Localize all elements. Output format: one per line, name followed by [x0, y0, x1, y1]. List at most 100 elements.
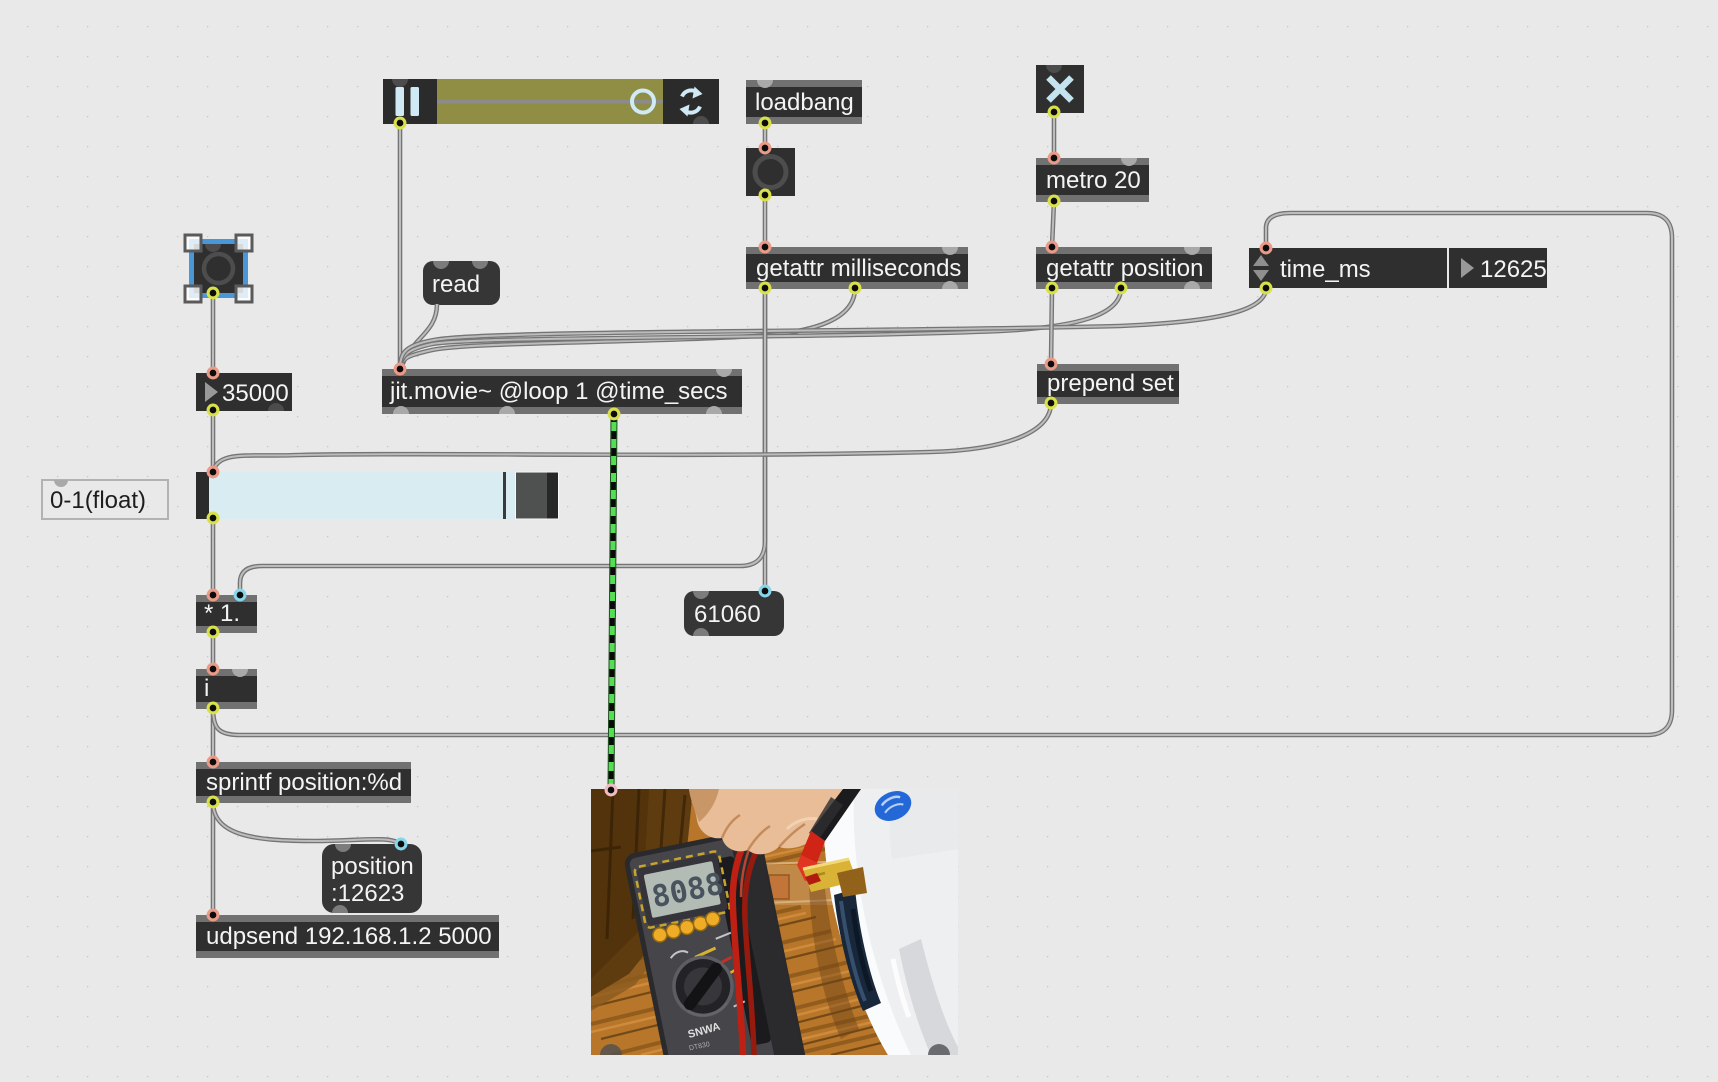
- inlet-ring-hot[interactable]: [206, 662, 220, 676]
- port-strip: [746, 247, 968, 254]
- outlet-ring[interactable]: [1045, 281, 1059, 295]
- read-right-inlet: [472, 261, 488, 269]
- outlet-ring[interactable]: [1114, 281, 1128, 295]
- inlet-ring-cold[interactable]: [233, 588, 247, 602]
- cord-getattrms-to-multiply[interactable]: [237, 288, 768, 595]
- read-label: read: [432, 271, 480, 298]
- udpsend-object[interactable]: udpsend 192.168.1.2 5000: [196, 915, 499, 958]
- cord-metro-to-getattrpos[interactable]: [1049, 200, 1057, 248]
- getattr-ms-right-inlet: [942, 247, 958, 255]
- inlet-ring-hot[interactable]: [758, 240, 772, 254]
- cord-getattrpos-out2-to-jitmovie[interactable]: [397, 287, 1124, 370]
- pause-icon[interactable]: [395, 87, 420, 116]
- sprintf-label: sprintf position:%d: [206, 769, 402, 796]
- outlet-ring[interactable]: [206, 625, 220, 639]
- multimeter: 8088: [624, 829, 806, 1055]
- metro-object[interactable]: metro 20: [1036, 158, 1149, 202]
- inlet-ring-hot[interactable]: [206, 588, 220, 602]
- toggle-object[interactable]: [1036, 65, 1084, 113]
- jitter-matrix-cord[interactable]: [607, 413, 618, 791]
- jit-movie-right-inlet: [716, 369, 732, 377]
- hslider-object[interactable]: [196, 471, 559, 520]
- multiply-object[interactable]: * 1.: [196, 595, 257, 633]
- port-strip: [382, 407, 742, 414]
- duration-number-box[interactable]: 35000: [196, 373, 292, 411]
- toggle-inlet: [1046, 65, 1062, 73]
- outlet-ring[interactable]: [206, 795, 220, 809]
- outlet-ring[interactable]: [848, 281, 862, 295]
- port-strip: [1036, 247, 1212, 254]
- playbar-track-line[interactable]: [437, 100, 663, 104]
- jit-pwindow[interactable]: 8088: [591, 785, 958, 1082]
- inlet-ring-hot[interactable]: [758, 141, 772, 155]
- playbar-object[interactable]: [383, 79, 719, 124]
- cord-getattrpos-to-prepend[interactable]: [1048, 287, 1055, 365]
- prepend-set-label: prepend set: [1047, 370, 1174, 397]
- selection-handles[interactable]: [183, 233, 254, 304]
- bang-button[interactable]: [746, 148, 795, 196]
- position-message-box[interactable]: position :12623: [322, 844, 422, 913]
- slider-knob-left[interactable]: [196, 472, 209, 519]
- outlet-ring[interactable]: [607, 407, 621, 421]
- read-message-box[interactable]: read: [423, 261, 500, 305]
- ms-msg-left-inlet: [693, 591, 709, 599]
- slider-knob-right[interactable]: [515, 471, 559, 520]
- getattr-pos-label: getattr position: [1046, 255, 1203, 282]
- spinner-icon[interactable]: [1253, 255, 1269, 281]
- inlet-ring-hot[interactable]: [1259, 241, 1273, 255]
- outlet-ring[interactable]: [206, 403, 220, 417]
- jit-movie-object[interactable]: jit.movie~ @loop 1 @time_secs: [382, 369, 742, 414]
- time-ms-label: time_ms: [1280, 256, 1371, 283]
- getattr-pos-right-inlet: [1184, 247, 1200, 255]
- cord-sprintf-to-positionmsg[interactable]: [210, 801, 403, 847]
- inlet-ring-hot[interactable]: [206, 755, 220, 769]
- loop-icon[interactable]: [679, 86, 703, 117]
- inlet-ring-cold[interactable]: [394, 837, 408, 851]
- outlet-ring[interactable]: [393, 116, 407, 130]
- range-comment[interactable]: 0-1(float): [41, 479, 169, 520]
- playbar-playhead[interactable]: [630, 88, 656, 115]
- outlet-ring[interactable]: [206, 286, 220, 300]
- time-ms-box[interactable]: time_ms: [1249, 248, 1447, 288]
- selected-bang-button[interactable]: [183, 233, 254, 304]
- time-ms-number-box[interactable]: 12625: [1449, 248, 1547, 288]
- inlet-ring-hot[interactable]: [1047, 151, 1061, 165]
- cord-prepend-to-slider[interactable]: [210, 402, 1054, 473]
- int-label: i: [204, 675, 209, 702]
- int-object[interactable]: i: [196, 669, 257, 709]
- metro-label: metro 20: [1046, 167, 1141, 194]
- object-body: [382, 369, 742, 414]
- port-strip: [196, 762, 411, 769]
- port-strip: [1036, 195, 1149, 202]
- toggle-x-icon: [1046, 75, 1074, 103]
- inlet-ring-hot[interactable]: [1044, 357, 1058, 371]
- inlet-ring-hot[interactable]: [206, 908, 220, 922]
- outlet-ring[interactable]: [206, 701, 220, 715]
- cord-int-to-timems-loop[interactable]: [210, 210, 1675, 738]
- outlet-ring[interactable]: [1259, 281, 1273, 295]
- outlet-ring[interactable]: [758, 188, 772, 202]
- outlet-ring[interactable]: [758, 116, 772, 130]
- inlet-ring-hot[interactable]: [1045, 240, 1059, 254]
- outlet-ring[interactable]: [758, 281, 772, 295]
- outlet-ring[interactable]: [206, 511, 220, 525]
- outlet-ring[interactable]: [1044, 396, 1058, 410]
- inlet-ring-hot[interactable]: [206, 366, 220, 380]
- comment-inlet: [54, 480, 68, 487]
- port-strip: [196, 702, 257, 709]
- slider-track[interactable]: [196, 472, 558, 519]
- outlet-ring[interactable]: [1047, 105, 1061, 119]
- number-triangle-icon: [205, 382, 218, 402]
- inlet-ring-hot[interactable]: [206, 465, 220, 479]
- inlet-ring-jitter[interactable]: [604, 783, 618, 797]
- inlet-ring-hot[interactable]: [393, 362, 407, 376]
- outlet-ring[interactable]: [1047, 194, 1061, 208]
- inlet-ring-cold[interactable]: [758, 584, 772, 598]
- milliseconds-message-box[interactable]: 61060: [684, 591, 784, 636]
- prepend-set-object[interactable]: prepend set: [1037, 364, 1179, 404]
- sprintf-object[interactable]: sprintf position:%d: [196, 762, 411, 803]
- object-body: [1249, 248, 1447, 288]
- cord-getattrms-out2-to-jitmovie[interactable]: [397, 287, 858, 370]
- cord-timems-to-jitmovie[interactable]: [397, 287, 1269, 370]
